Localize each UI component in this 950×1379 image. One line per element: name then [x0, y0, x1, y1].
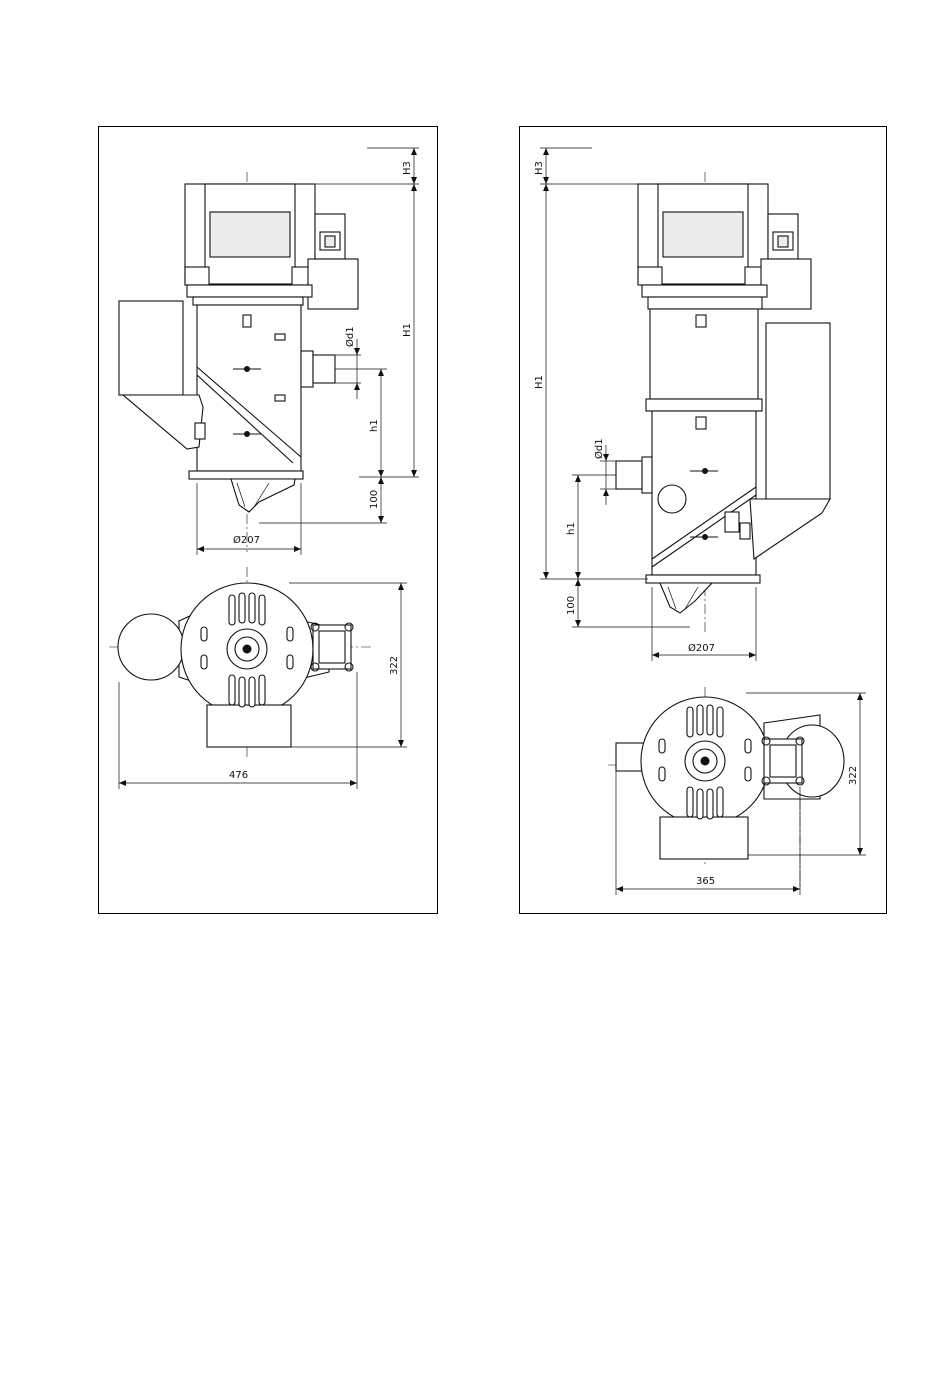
side-view-right: H3 H1 Ød1 h1 100 Ø207 [520, 127, 888, 915]
dim-label-476: 476 [229, 770, 248, 781]
drawing-panel-right: H3 H1 Ød1 h1 100 Ø207 [519, 126, 887, 914]
dim-label-H3: H3 [402, 161, 413, 175]
dim-label-322-left: 322 [389, 656, 400, 675]
dim-label-365: 365 [696, 876, 715, 887]
main-body [652, 411, 756, 575]
terminal-box [308, 214, 358, 309]
dim-label-d1: Ød1 [344, 326, 356, 347]
flange-bottom [189, 471, 303, 479]
dim-label-dia207: Ø207 [688, 642, 715, 654]
flap-valve [231, 479, 295, 512]
filter-canister [119, 301, 205, 449]
dim-label-h1: h1 [566, 522, 577, 535]
flange-bottom [646, 575, 760, 583]
dim-label-H3: H3 [534, 161, 545, 175]
inlet-nozzle [301, 351, 335, 387]
upper-body [646, 309, 762, 411]
flange-top [642, 285, 767, 297]
motor-housing [638, 184, 769, 285]
dim-label-100: 100 [369, 490, 380, 509]
flange-ring [193, 297, 303, 305]
inlet-nozzle [616, 457, 652, 493]
flange-top [187, 285, 312, 297]
dim-label-322-right: 322 [848, 766, 859, 785]
dim-label-H1: H1 [402, 323, 413, 337]
dim-label-h1: h1 [369, 419, 380, 432]
dim-label-H1: H1 [534, 375, 545, 389]
motor-housing [185, 184, 316, 285]
dim-label-100: 100 [566, 596, 577, 615]
dim-label-dia207: Ø207 [233, 534, 260, 546]
terminal-box [761, 214, 811, 309]
side-view-left: H3 H1 Ød1 h1 100 Ø207 [99, 127, 439, 915]
drawing-panel-left: H3 H1 Ød1 h1 100 Ø207 [98, 126, 438, 914]
top-view-right [608, 687, 844, 887]
dim-label-d1: Ød1 [593, 438, 605, 459]
main-body [197, 305, 301, 471]
flange-ring [648, 297, 762, 309]
flap-valve [660, 583, 712, 613]
top-view-left [109, 567, 374, 757]
